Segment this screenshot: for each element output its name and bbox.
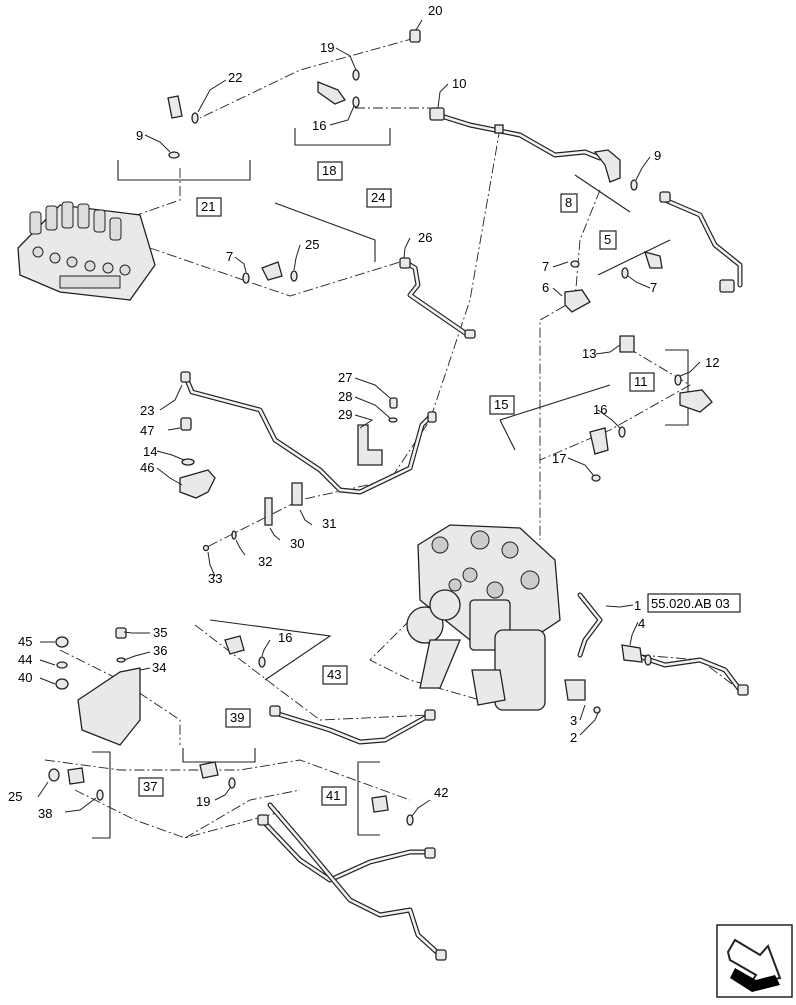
callout-3: 3 <box>570 713 577 728</box>
callout-38: 38 <box>38 806 52 821</box>
callout-30: 30 <box>290 536 304 551</box>
callout-4: 4 <box>638 616 645 631</box>
fittings <box>48 29 749 961</box>
callout-41[interactable]: 41 <box>326 788 340 803</box>
box-15[interactable] <box>489 395 515 415</box>
callout-1: 1 <box>634 598 641 613</box>
callout-17: 17 <box>552 451 566 466</box>
group-brackets <box>92 128 689 839</box>
callout-21[interactable]: 21 <box>201 199 215 214</box>
box-18[interactable] <box>317 161 343 181</box>
callout-20: 20 <box>428 3 442 18</box>
return-arrow-icon[interactable] <box>716 924 793 998</box>
callout-7: 7 <box>226 249 233 264</box>
tubes <box>182 112 743 958</box>
callout-2: 2 <box>570 730 577 745</box>
callout-47: 47 <box>140 423 154 438</box>
reference-callout[interactable]: 55.020.AB 03 <box>647 593 741 613</box>
callout-7: 7 <box>542 259 549 274</box>
callout-10: 10 <box>452 76 466 91</box>
callout-27: 27 <box>338 370 352 385</box>
callout-35: 35 <box>153 625 167 640</box>
assembly-lines <box>44 37 741 839</box>
callout-23: 23 <box>140 403 154 418</box>
box-5[interactable] <box>599 230 617 250</box>
callout-39[interactable]: 39 <box>230 710 244 725</box>
callout-44: 44 <box>18 652 32 667</box>
callout-19: 19 <box>320 40 334 55</box>
callout-33: 33 <box>208 571 222 586</box>
callout-34: 34 <box>152 660 166 675</box>
callout-7: 7 <box>650 280 657 295</box>
callout-37[interactable]: 37 <box>143 779 157 794</box>
reference-label[interactable]: 55.020.AB 03 <box>651 596 730 611</box>
box-43[interactable] <box>322 665 348 685</box>
callout-12: 12 <box>705 355 719 370</box>
callout-11[interactable]: 11 <box>634 374 648 389</box>
callout-25: 25 <box>305 237 319 252</box>
callout-16: 16 <box>312 118 326 133</box>
callout-16: 16 <box>593 402 607 417</box>
control-valve-manifold <box>17 201 156 301</box>
callout-8[interactable]: 8 <box>565 195 572 210</box>
callout-19: 19 <box>196 794 210 809</box>
callout-40: 40 <box>18 670 32 685</box>
callout-18[interactable]: 18 <box>322 163 336 178</box>
callout-26: 26 <box>418 230 432 245</box>
callout-45: 45 <box>18 634 32 649</box>
box-24[interactable] <box>366 188 392 208</box>
callout-36: 36 <box>153 643 167 658</box>
callout-42: 42 <box>434 785 448 800</box>
callout-25: 25 <box>8 789 22 804</box>
callout-9: 9 <box>654 148 661 163</box>
box-11[interactable] <box>629 372 655 392</box>
callout-24[interactable]: 24 <box>371 190 385 205</box>
callout-16: 16 <box>278 630 292 645</box>
box-39[interactable] <box>225 708 251 728</box>
callout-13: 13 <box>582 346 596 361</box>
callout-32: 32 <box>258 554 272 569</box>
callout-28: 28 <box>338 389 352 404</box>
callout-46: 46 <box>140 460 154 475</box>
box-8[interactable] <box>560 193 578 213</box>
box-41[interactable] <box>321 786 347 806</box>
callout-31: 31 <box>322 516 336 531</box>
callout-22: 22 <box>228 70 242 85</box>
callout-14: 14 <box>143 444 157 459</box>
callout-5[interactable]: 5 <box>604 232 611 247</box>
box-37[interactable] <box>138 777 164 797</box>
callout-29: 29 <box>338 407 352 422</box>
box-21[interactable] <box>196 197 222 217</box>
transmission-assembly <box>406 524 561 711</box>
callout-leaders <box>37 19 701 817</box>
callout-15[interactable]: 15 <box>494 397 508 412</box>
callout-43[interactable]: 43 <box>327 667 341 682</box>
callout-9: 9 <box>136 128 143 143</box>
callout-6: 6 <box>542 280 549 295</box>
